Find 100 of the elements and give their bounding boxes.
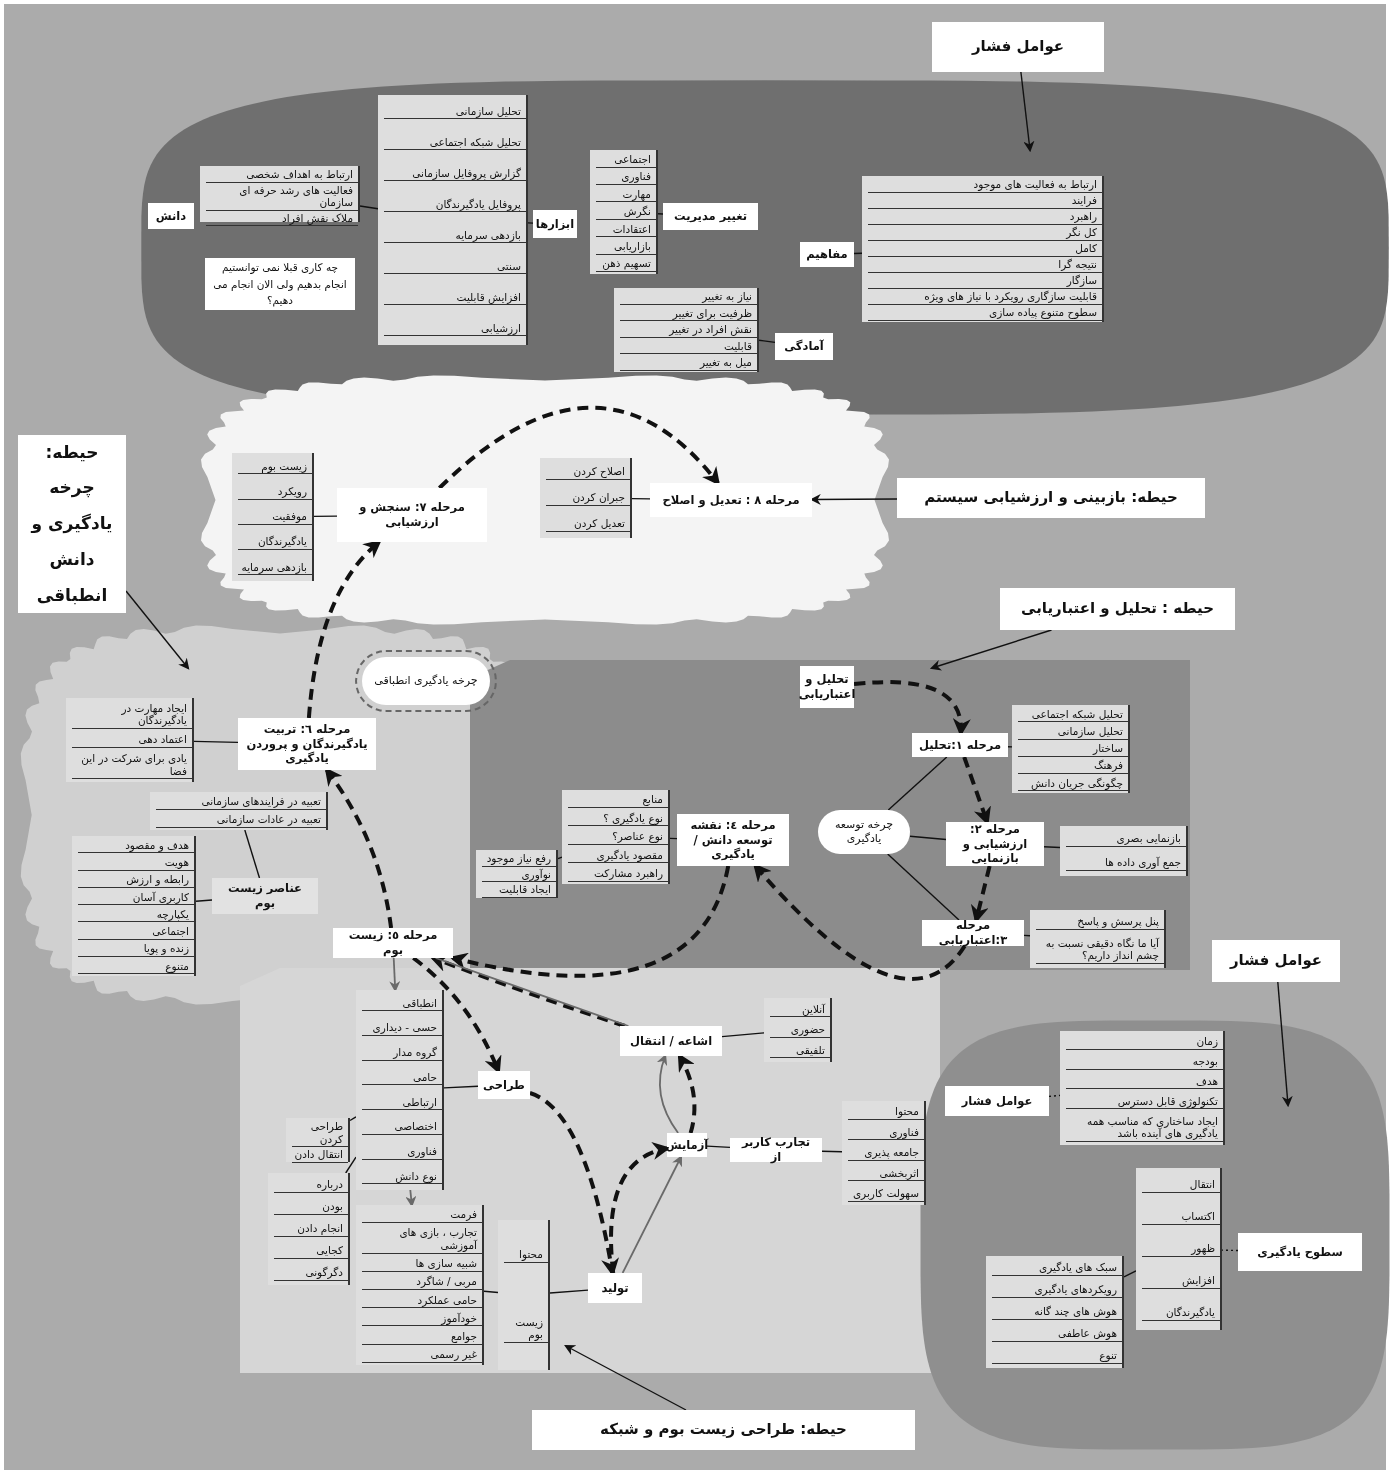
heading-box: حیطه : تحلیل و اعتباریابی (1000, 588, 1235, 630)
list-item: اجتماعی (78, 924, 194, 940)
list-item: افزایش (1142, 1273, 1220, 1289)
label-box: مرحله ۲: ارزشیابی و بازنمایی (946, 822, 1044, 866)
label-box: مفاهیم (800, 242, 854, 267)
connector-line (244, 829, 261, 879)
list-item: تلفیقی (770, 1042, 830, 1059)
connector-line (1043, 846, 1061, 849)
list-item: راهبرد (868, 209, 1102, 225)
list-panel (842, 1101, 926, 1205)
connector-line (345, 1156, 357, 1174)
list-item: طراحی کردن (292, 1119, 348, 1148)
list-item: گزارش پروفایل سازمانی (384, 165, 526, 182)
connector-line (887, 756, 948, 811)
list-item: نقش افراد در تغییر (620, 322, 757, 338)
list-item: رفع نیاز موجود (482, 851, 556, 867)
list-item: بازاریابی (596, 239, 656, 255)
list-item: آنلاین (770, 1001, 830, 1018)
connector-line (821, 1150, 843, 1153)
list-item: نوع دانش (362, 1168, 442, 1185)
list-panel (286, 1118, 350, 1162)
connector-line (195, 899, 213, 902)
label-box: اشاعه / انتقال (620, 1026, 722, 1056)
arrow (389, 957, 401, 993)
list-panel (1060, 826, 1188, 876)
list-item: غیر رسمی (362, 1347, 482, 1363)
list-item: محتوا (504, 1247, 548, 1263)
list-item: هدف و مقصود (78, 837, 194, 854)
dashed-arrow (449, 865, 731, 978)
label-box: تولید (588, 1273, 642, 1303)
list-item: ارتباط به اهداف شخصی (206, 167, 358, 183)
list-item: رویکردهای یادگیری (992, 1282, 1122, 1298)
list-item: فرهنگ (1018, 758, 1128, 774)
heading-box: حیطه: چرخه یادگیری و دانش انطباقی (18, 435, 126, 613)
list-item: بودجه (1066, 1054, 1223, 1070)
label-box: مرحله ۷: سنجش و ارزشیابی (337, 488, 487, 542)
list-panel (150, 792, 328, 830)
list-item: ایجاد ساختاری که مناسب همه یادگیری های آینده باشد (1066, 1113, 1223, 1142)
list-item: فناوری (848, 1124, 924, 1141)
leader-line (1277, 981, 1293, 1108)
list-item: جبران کردن (546, 490, 630, 506)
list-panel (268, 1173, 350, 1285)
list-item: ایجاد مهارت در یادگیرندگان (72, 700, 192, 729)
connector-line (549, 1289, 589, 1294)
list-panel (590, 150, 658, 274)
list-panel (232, 453, 314, 581)
list-item: اثربخشی (848, 1165, 924, 1182)
note-box: چه کاری قبلا نمی توانستیم انجام بدهیم ولی الان انجام می دهیم؟ (205, 258, 355, 310)
connector-line (1023, 934, 1031, 937)
list-item: بازدهی سرمایه (238, 559, 312, 576)
list-item: تعبیه در عادات سازمانی (156, 812, 326, 828)
list-item: جامعه پذیری (848, 1145, 924, 1161)
label-box: ابزارها (533, 210, 577, 238)
dotted-line (1221, 1249, 1239, 1252)
list-panel (862, 176, 1104, 322)
list-panel (1012, 705, 1130, 793)
list-item: متنوع (78, 958, 194, 975)
connector-line (443, 1085, 479, 1089)
label-box: سطوح یادگیری (1238, 1233, 1362, 1271)
arrow (809, 493, 898, 505)
heading-box: حیطه: بازبینی و ارزشیابی سیستم (897, 478, 1205, 518)
list-item: تعبیه در فرایندهای سازمانی (156, 794, 326, 810)
list-panel (356, 990, 444, 1190)
arrow (657, 1053, 679, 1134)
label-box: تحلیل و اعتباریابی (800, 666, 854, 708)
list-panel (498, 1220, 550, 1370)
dotted-line (1048, 1094, 1061, 1098)
list-item: کل نگر (868, 225, 1102, 241)
list-item: ارزشیابی (384, 320, 526, 337)
label-box: مرحله ٥: زیست بوم (333, 928, 453, 958)
connector-line (349, 1116, 357, 1122)
label-box: عوامل فشار (945, 1086, 1049, 1116)
list-item: فرایند (868, 193, 1102, 209)
list-item: نوع عناصر؟ (568, 829, 668, 845)
dashed-arrow (324, 767, 394, 929)
heading-box: عوامل فشار (1212, 940, 1340, 982)
list-item: ایجاد قابلیت (482, 882, 556, 898)
list-item: درباره (274, 1177, 348, 1193)
label-box: تغییر مدیریت (663, 203, 758, 230)
list-item: ارتباط به فعالیت های موجود (868, 177, 1102, 193)
list-item: شبیه سازی ها (362, 1256, 482, 1272)
label-box: طراحی (478, 1071, 530, 1099)
list-item: موفقیت (238, 509, 312, 525)
list-item: یادی برای شرکت در این فضا (72, 751, 192, 780)
list-panel (1136, 1168, 1222, 1330)
list-item: اعتماد دهی (72, 732, 192, 748)
list-item: فناوری (362, 1144, 442, 1160)
label-box: مرحله ۱:تحلیل (912, 733, 1008, 757)
list-item: اجتماعی (596, 151, 656, 168)
heading-box: عوامل فشار (932, 22, 1104, 72)
list-item: قابلیت سازگاری رویکرد با نیاز های ویژه (868, 289, 1102, 305)
list-item: تحلیل شبکه اجتماعی (1018, 706, 1128, 723)
leader-line (564, 1344, 687, 1411)
list-item: بازنمایی بصری (1066, 831, 1186, 847)
list-item: تحلیل سازمانی (384, 103, 526, 120)
list-item: سبک های یادگیری (992, 1260, 1122, 1276)
list-item: مربی / شاگرد (362, 1274, 482, 1290)
dashed-arrow (438, 405, 721, 490)
label-box: عناصر زیست بوم (212, 878, 318, 914)
label-box: آزمایش (667, 1133, 707, 1157)
